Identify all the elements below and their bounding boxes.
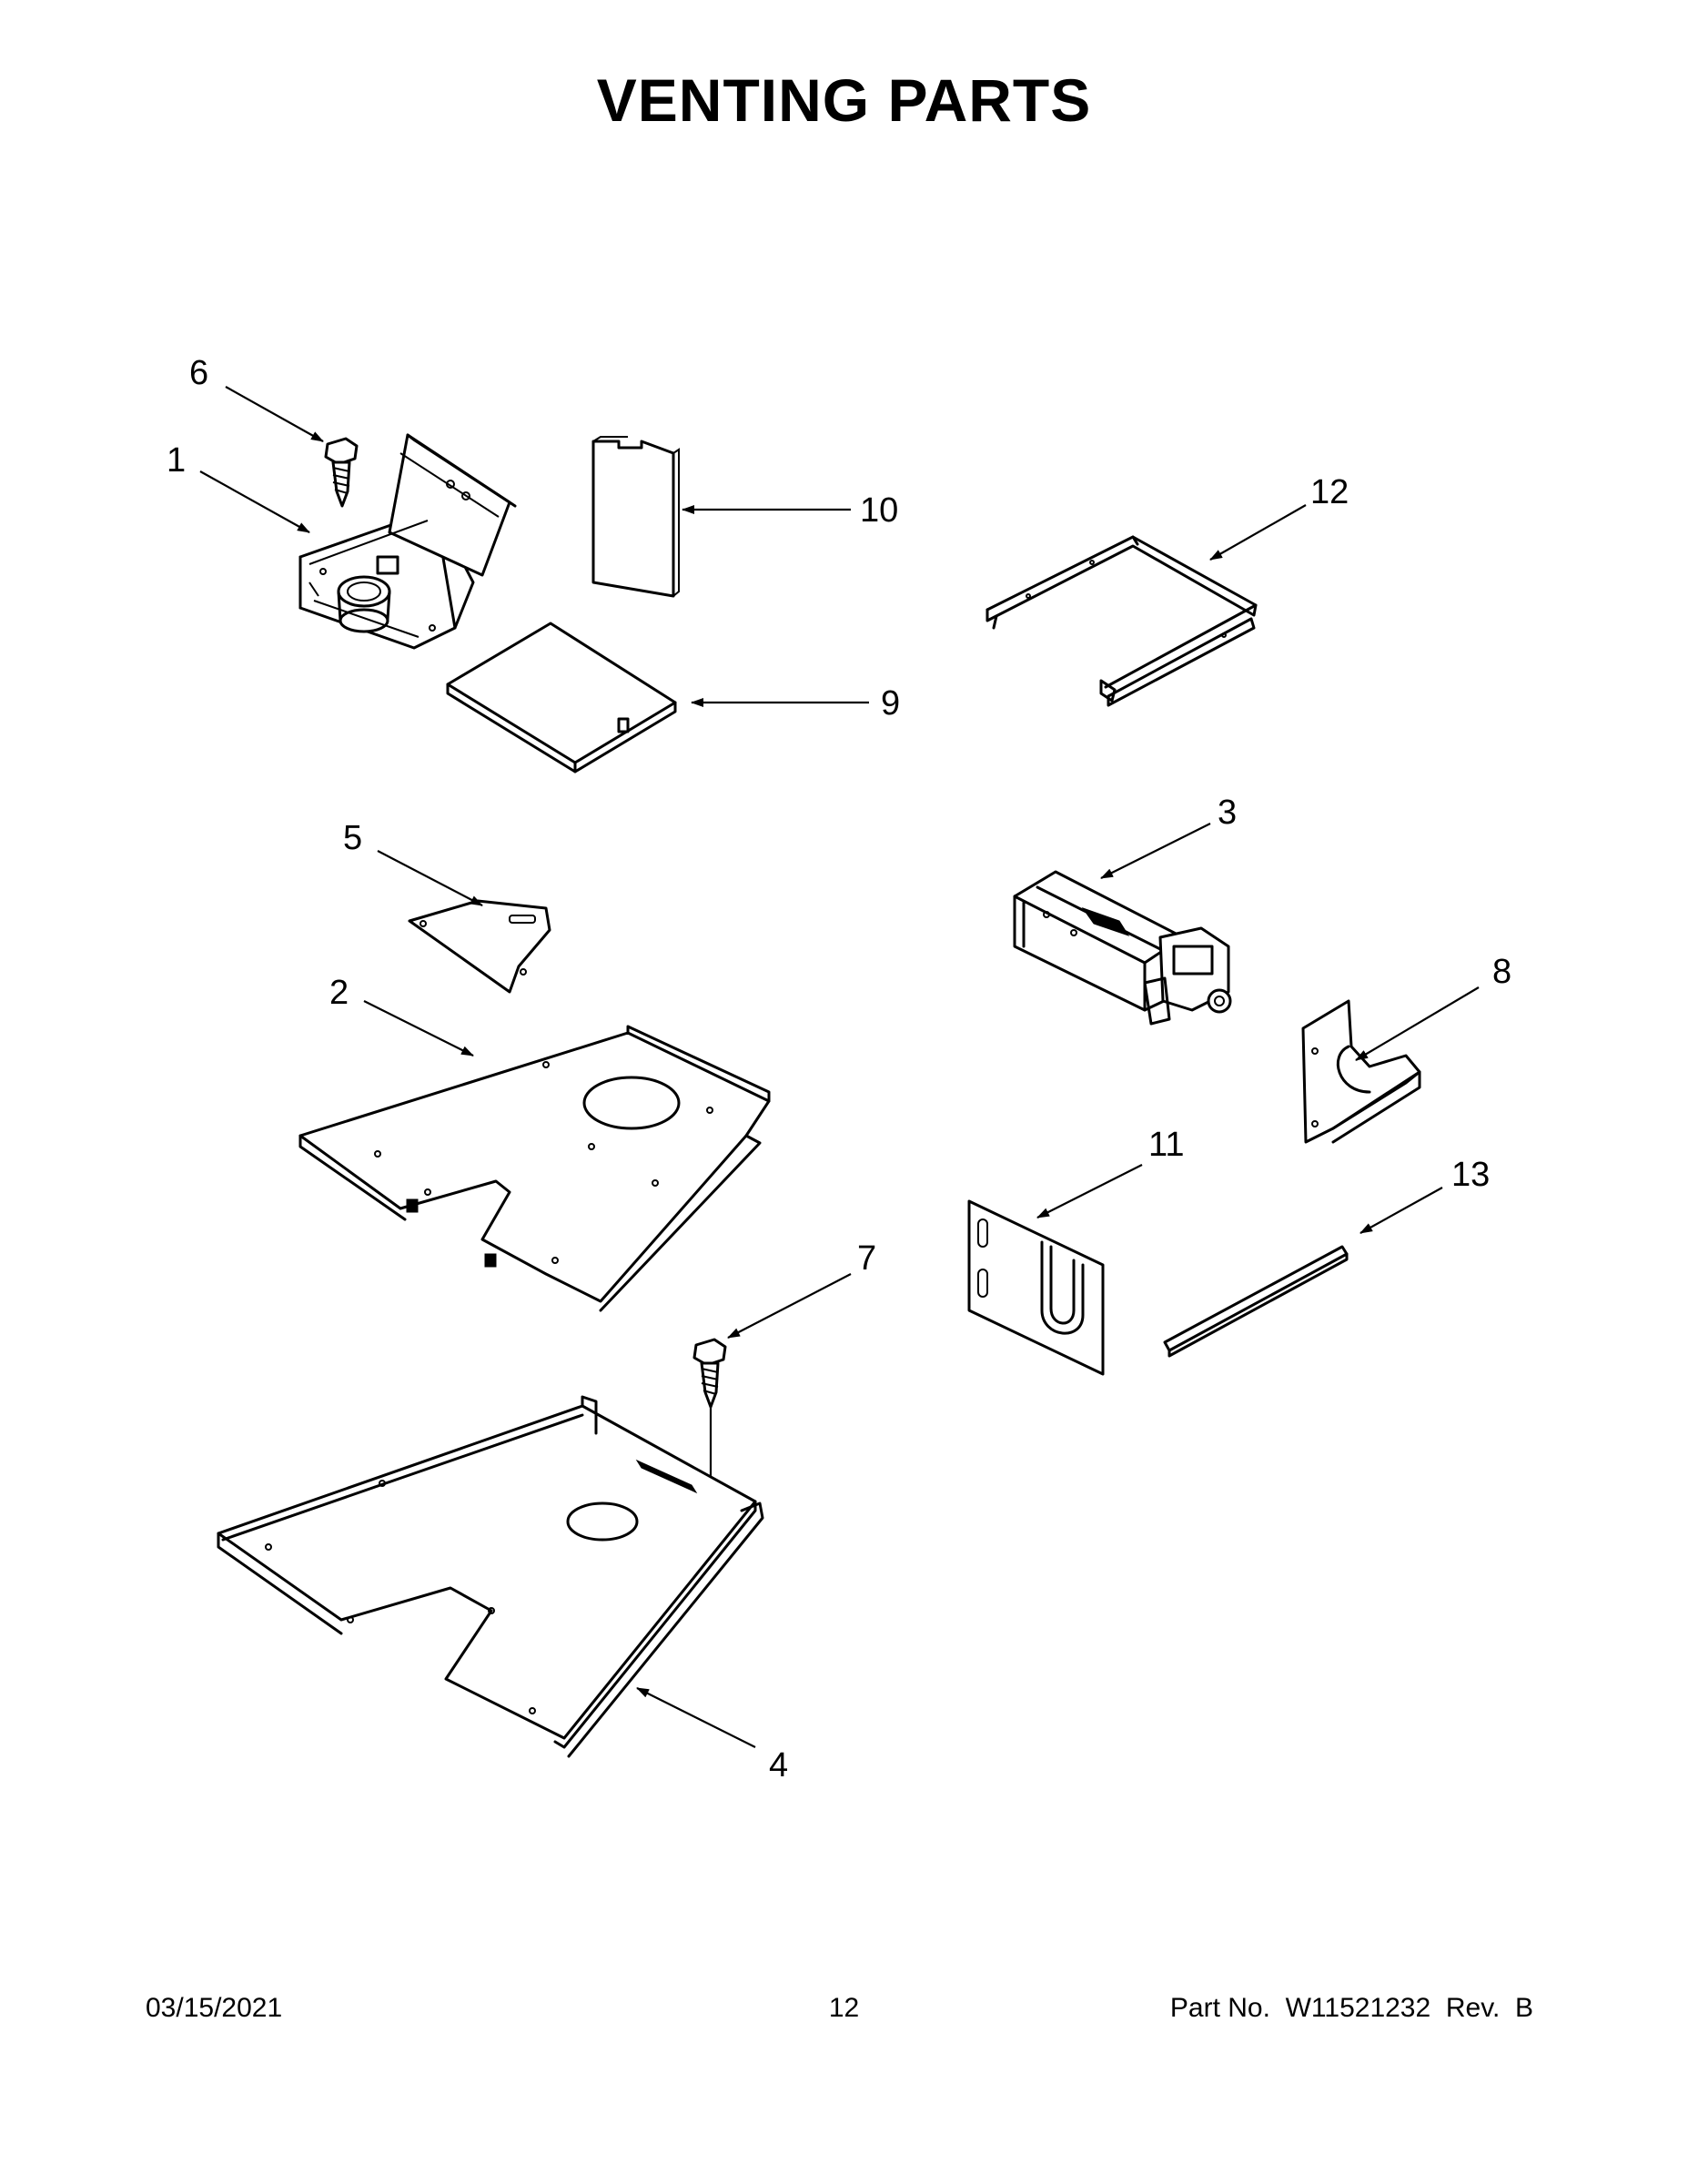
callout-13: 13 [1451, 1156, 1490, 1194]
leader-2 [363, 1000, 474, 1057]
part-5-small-plate[interactable] [408, 899, 551, 994]
callout-6: 6 [189, 354, 208, 392]
leader-4 [636, 1687, 756, 1748]
callout-10: 10 [860, 491, 898, 530]
callout-9: 9 [881, 684, 900, 723]
part-10-filter-panel[interactable] [591, 436, 680, 598]
callout-numbers: 6 1 10 12 9 5 3 2 8 11 13 7 4 [167, 354, 1511, 1785]
part-13-gasket-strip[interactable] [1163, 1245, 1349, 1358]
callout-4: 4 [769, 1746, 788, 1785]
part-6-screw[interactable] [324, 437, 359, 508]
footer-page-number: 12 [828, 1993, 860, 2023]
part-11-shield-plate[interactable] [967, 1199, 1105, 1376]
callout-3: 3 [1218, 794, 1237, 832]
leader-13 [1359, 1187, 1443, 1234]
callout-8: 8 [1492, 953, 1511, 991]
footer-part-number: Part No. W11521232 Rev. B [1169, 1993, 1533, 2023]
part-2-baffle-plate[interactable] [298, 1025, 771, 1312]
leader-1 [199, 470, 310, 533]
callout-5: 5 [343, 819, 362, 857]
leader-12 [1209, 504, 1307, 561]
leader-7 [727, 1273, 852, 1339]
part-8-curved-bracket[interactable] [1301, 999, 1421, 1144]
part-4-bottom-plate[interactable] [217, 1395, 764, 1758]
callout-7: 7 [857, 1239, 876, 1278]
page-title: VENTING PARTS [596, 66, 1092, 134]
leader-11 [1036, 1164, 1143, 1218]
leader-5 [377, 850, 483, 906]
leader-6 [225, 386, 324, 442]
part-9-cover-plate[interactable] [446, 622, 677, 774]
leader-3 [1100, 823, 1211, 879]
part-12-frame-bracket[interactable] [986, 535, 1258, 707]
part-3-blower-assembly[interactable] [1013, 870, 1232, 1026]
part-1-vent-housing[interactable] [298, 433, 517, 650]
callout-1: 1 [167, 441, 186, 480]
footer-date: 03/15/2021 [146, 1993, 283, 2023]
leader-8 [1355, 986, 1480, 1061]
leader-lines [199, 386, 1480, 1748]
callout-12: 12 [1310, 473, 1349, 511]
callout-2: 2 [329, 974, 349, 1012]
callout-11: 11 [1148, 1126, 1184, 1164]
